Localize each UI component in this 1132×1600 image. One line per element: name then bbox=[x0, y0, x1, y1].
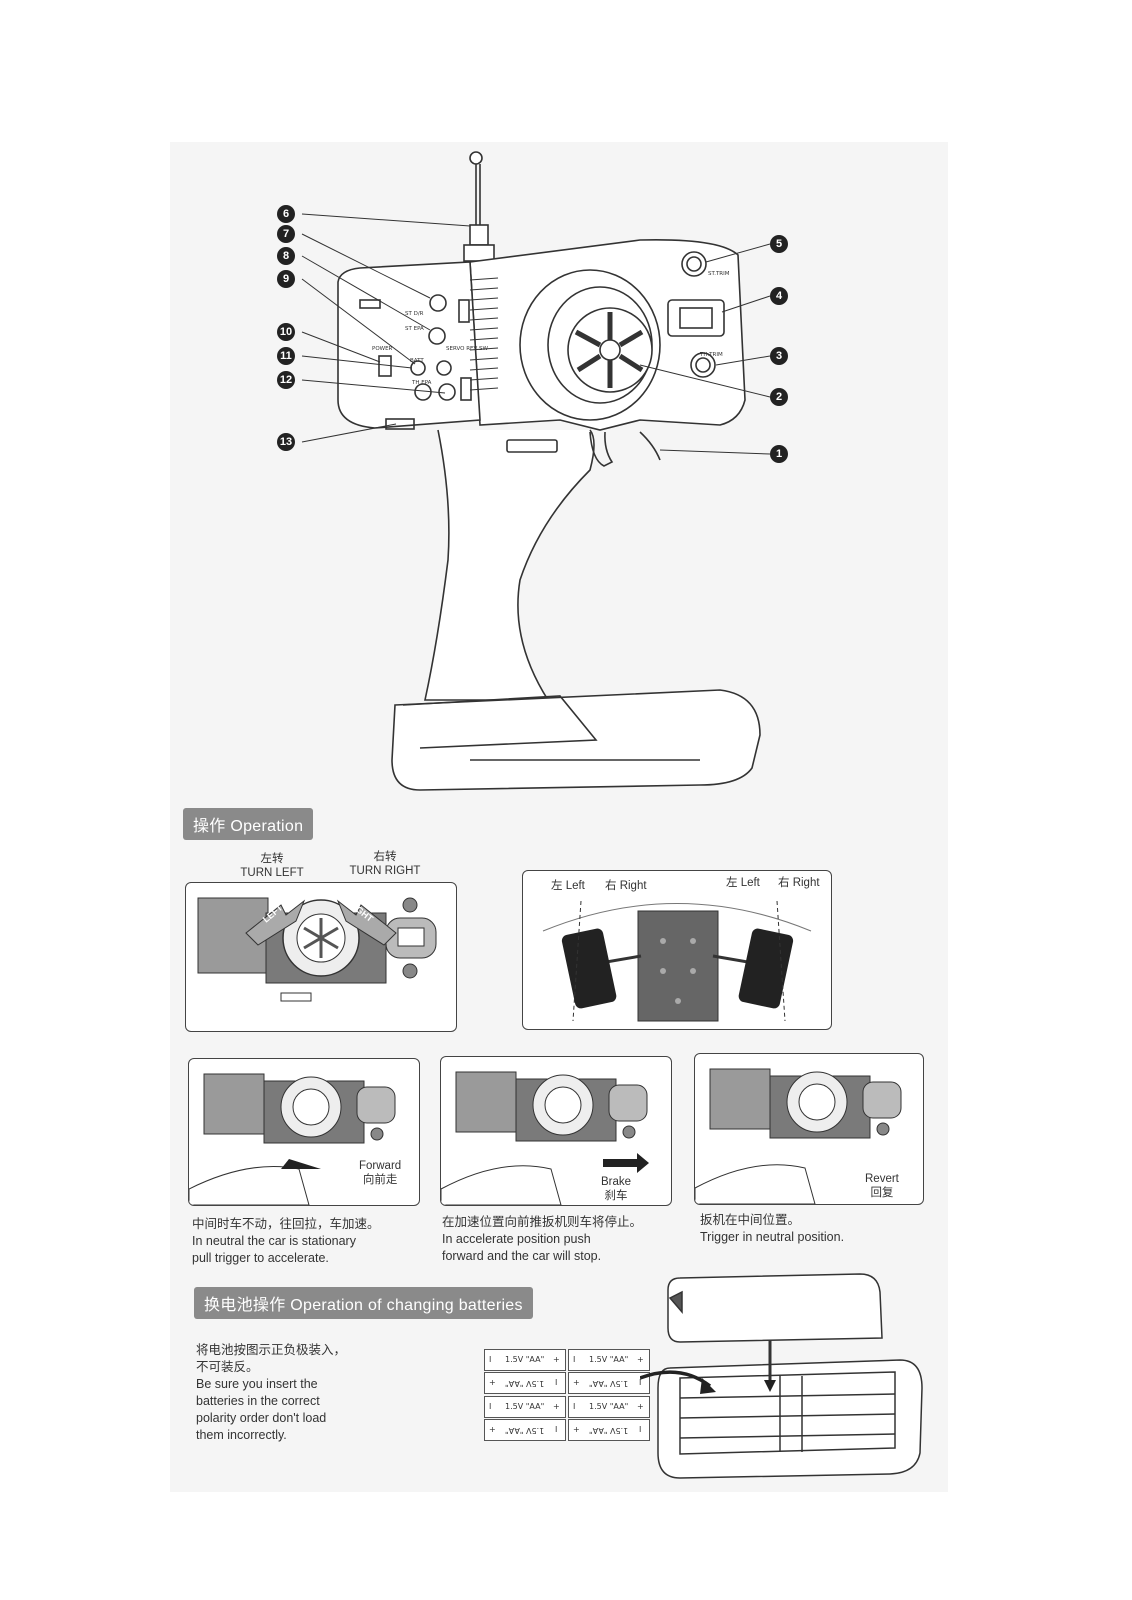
battery-cell: +1.5V "AA"I bbox=[484, 1372, 566, 1394]
steering-panel: LEFT RIGHT bbox=[185, 882, 457, 1032]
brake-cn: 刹车 bbox=[604, 1190, 628, 1202]
battery-cell-label: 1.5V "AA" bbox=[505, 1379, 545, 1388]
brake-panel: Brake 刹车 bbox=[440, 1056, 672, 1206]
callout-6: 6 bbox=[277, 205, 295, 223]
car-wheels-illustration bbox=[542, 900, 812, 1022]
batteries-text-en-1: Be sure you insert the bbox=[196, 1377, 318, 1391]
battery-compartment-illustration bbox=[640, 1273, 923, 1479]
car-right-label-2: 右 Right bbox=[778, 877, 820, 889]
turn-left-cn: 左转 bbox=[260, 853, 284, 865]
caption-brake-cn: 在加速位置向前推扳机则车将停止。 bbox=[442, 1215, 643, 1229]
battery-cell-label: 1.5V "AA" bbox=[505, 1355, 545, 1364]
steering-illustration: LEFT RIGHT bbox=[197, 897, 437, 1002]
callout-3: 3 bbox=[770, 347, 788, 365]
revert-en: Revert bbox=[865, 1173, 899, 1185]
label-st-dr: ST D/R bbox=[405, 311, 424, 317]
brake-label: Brake 刹车 bbox=[601, 1175, 631, 1203]
caption-forward-cn: 中间时车不动，往回拉，车加速。 bbox=[192, 1217, 380, 1231]
battery-cell-label: 1.5V "AA" bbox=[589, 1402, 629, 1411]
caption-forward: 中间时车不动，往回拉，车加速。 In neutral the car is st… bbox=[192, 1216, 432, 1267]
callout-4: 4 bbox=[770, 287, 788, 305]
battery-cell-label: 1.5V "AA" bbox=[589, 1355, 629, 1364]
batteries-text-en-3: polarity order don't load bbox=[196, 1411, 327, 1425]
callout-7: 7 bbox=[277, 225, 295, 243]
battery-cell: +1.5V "AA"I bbox=[568, 1419, 650, 1441]
battery-cell-label: 1.5V "AA" bbox=[589, 1379, 629, 1388]
label-batt: BATT bbox=[410, 358, 424, 364]
brake-en: Brake bbox=[601, 1176, 632, 1188]
caption-forward-en-2: pull trigger to accelerate. bbox=[192, 1251, 329, 1265]
batteries-text-en-4: them incorrectly. bbox=[196, 1428, 287, 1442]
caption-forward-en-1: In neutral the car is stationary bbox=[192, 1234, 356, 1248]
caption-brake-en-2: forward and the car will stop. bbox=[442, 1249, 602, 1263]
batteries-text-cn-1: 将电池按图示正负极装入， bbox=[196, 1343, 347, 1357]
forward-cn: 向前走 bbox=[362, 1174, 398, 1186]
batteries-text-cn-2: 不可装反。 bbox=[196, 1360, 259, 1374]
label-st-epa: ST EPA bbox=[405, 326, 424, 332]
label-th-trim: TH.TRIM bbox=[699, 352, 723, 358]
label-servo-rev-sw: SERVO REV SW bbox=[446, 346, 489, 352]
batteries-text: 将电池按图示正负极装入， 不可装反。 Be sure you insert th… bbox=[196, 1342, 396, 1444]
batteries-banner: 换电池操作 Operation of changing batteries bbox=[194, 1287, 533, 1319]
turn-right-en: TURN RIGHT bbox=[349, 865, 421, 877]
caption-revert: 扳机在中间位置。 Trigger in neutral position. bbox=[700, 1212, 920, 1246]
turn-right-label: 右转 TURN RIGHT bbox=[340, 850, 430, 878]
label-power: POWER bbox=[372, 346, 393, 352]
callout-8: 8 bbox=[277, 247, 295, 265]
battery-cell-label: 1.5V "AA" bbox=[589, 1426, 629, 1435]
caption-brake: 在加速位置向前推扳机则车将停止。 In accelerate position … bbox=[442, 1214, 682, 1265]
battery-cell: +1.5V "AA"I bbox=[568, 1372, 650, 1394]
car-steering-panel: 左 Left 右 Right 左 Left 右 Right bbox=[522, 870, 832, 1030]
battery-cell-label: 1.5V "AA" bbox=[505, 1426, 545, 1435]
callout-2: 2 bbox=[770, 388, 788, 406]
callout-12: 12 bbox=[277, 371, 295, 389]
brake-illustration bbox=[441, 1071, 649, 1205]
revert-label: Revert 回复 bbox=[865, 1172, 899, 1200]
callout-13: 13 bbox=[277, 433, 295, 451]
revert-cn: 回复 bbox=[870, 1187, 894, 1199]
forward-panel: Forward 向前走 bbox=[188, 1058, 420, 1206]
battery-cell: +1.5V "AA"I bbox=[484, 1419, 566, 1441]
operation-banner: 操作 Operation bbox=[183, 808, 314, 840]
forward-illustration bbox=[189, 1073, 396, 1205]
batteries-text-en-2: batteries in the correct bbox=[196, 1394, 320, 1408]
turn-right-cn: 右转 bbox=[373, 851, 397, 863]
turn-left-en: TURN LEFT bbox=[240, 867, 304, 879]
car-left-label-1: 左 Left bbox=[551, 880, 585, 892]
turn-left-label: 左转 TURN LEFT bbox=[232, 852, 312, 880]
label-st-trim: ST.TRIM bbox=[708, 271, 730, 277]
car-left-label-2: 左 Left bbox=[726, 877, 760, 889]
revert-panel: Revert 回复 bbox=[694, 1053, 924, 1205]
transmitter-diagram: ST D/R ST EPA POWER BATT SERVO REV SW TH… bbox=[301, 151, 771, 791]
battery-cell-label: 1.5V "AA" bbox=[505, 1402, 545, 1411]
caption-brake-en-1: In accelerate position push bbox=[442, 1232, 591, 1246]
callout-10: 10 bbox=[277, 323, 295, 341]
callout-5: 5 bbox=[770, 235, 788, 253]
forward-en: Forward bbox=[359, 1160, 402, 1172]
callout-1: 1 bbox=[770, 445, 788, 463]
caption-revert-cn: 扳机在中间位置。 bbox=[700, 1213, 801, 1227]
car-right-label-1: 右 Right bbox=[605, 880, 647, 892]
label-th-epa: TH EPA bbox=[411, 380, 432, 386]
callout-11: 11 bbox=[277, 347, 295, 365]
callout-9: 9 bbox=[277, 270, 295, 288]
revert-illustration bbox=[695, 1068, 902, 1204]
forward-label: Forward 向前走 bbox=[359, 1159, 401, 1187]
caption-revert-en: Trigger in neutral position. bbox=[700, 1230, 845, 1244]
